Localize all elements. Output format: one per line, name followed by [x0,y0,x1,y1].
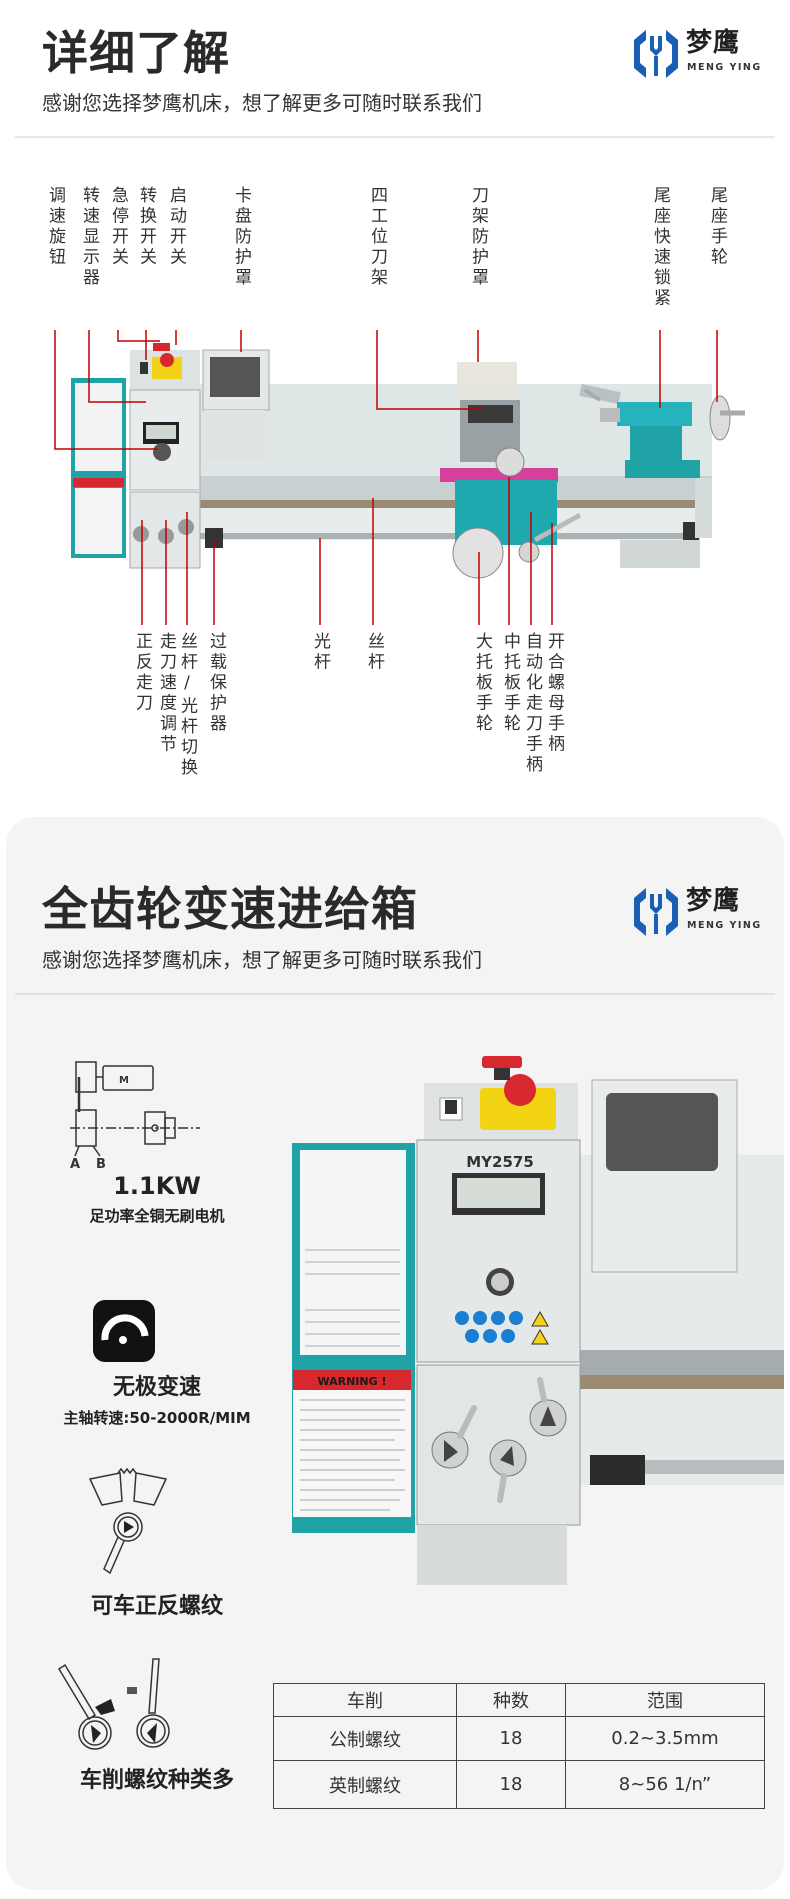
cell-type: 公制螺纹 [273,1716,457,1761]
header-range: 范围 [565,1683,765,1717]
gearbox-photo: WARNING ! MY2575 [292,1056,784,1585]
table-row: 英制螺纹 18 8~56 1/n” [273,1760,765,1809]
table-header-row: 车削 种数 范围 [273,1683,765,1717]
label-tool-guard: 刀架防护罩 [468,186,488,289]
brand-logo: 梦鹰 MENG YING [632,28,772,78]
logo-mark-icon [634,888,678,936]
feature-speed-title: 无极变速 [112,1375,201,1400]
feature-motor-title: 1.1KW [113,1172,201,1200]
header-divider [15,136,775,138]
pulley-letter-a: A [70,1157,80,1170]
cell-range: 0.2~3.5mm [565,1716,765,1761]
label-speed-display: 转速显示器 [79,186,99,289]
table-row: 公制螺纹 18 0.2~3.5mm [273,1716,765,1761]
label-feed-rod: 光杆 [310,632,330,673]
label-forward-reverse-feed: 正反走刀 [132,632,152,714]
logo-text-cn: 梦鹰 [686,28,741,58]
label-cross-slide-wheel: 中托板手轮 [500,632,520,735]
label-tailstock-wheel: 尾座手轮 [707,186,727,268]
pulley-letter-b: B [96,1157,106,1170]
cell-type: 英制螺纹 [273,1760,457,1809]
page-title: 详细了解 [42,26,230,80]
label-auto-feed-handle: 自动化走刀手柄 [522,632,542,776]
label-tool-post: 四工位刀架 [367,186,387,289]
label-lead-screw: 丝杆 [364,632,384,673]
speed-dial-icon [93,1300,155,1362]
lathe-photo [54,330,745,625]
label-screw-rod-switch: 丝杆/光杆切换 [177,632,197,779]
model-label: MY2575 [466,1153,534,1171]
label-chuck-guard: 卡盘防护罩 [231,186,251,289]
logo-text-en: MENG YING [687,920,762,931]
feature-thread-title: 可车正反螺纹 [90,1594,223,1619]
section-divider [15,993,775,995]
label-feed-speed: 走刀速度调节 [156,632,176,755]
brand-logo-2: 梦鹰 MENG YING [632,886,772,936]
label-speed-knob: 调速旋钮 [45,186,65,268]
feature-thread-types-title: 车削螺纹种类多 [79,1768,234,1793]
callout-lines [54,330,718,625]
label-carriage-wheel: 大托板手轮 [472,632,492,735]
feature-speed-desc: 主轴转速:50-2000R/MIM [63,1409,251,1427]
section-title: 全齿轮变速进给箱 [42,882,418,936]
label-tailstock-lock: 尾座快速锁紧 [650,186,670,309]
logo-text-en: MENG YING [687,62,762,73]
cell-count: 18 [456,1716,566,1761]
warning-label: WARNING ! [317,1375,386,1388]
feature-motor-desc: 足功率全铜无刷电机 [89,1207,225,1225]
label-emergency-stop: 急停开关 [108,186,128,268]
page-subtitle: 感谢您选择梦鹰机床，想了解更多可随时联系我们 [42,91,482,115]
header-count: 种数 [456,1683,566,1717]
motor-pulley-icon: M A B [70,1061,200,1170]
motor-letter: M [119,1075,129,1086]
logo-mark-icon [634,30,678,78]
label-start-switch: 启动开关 [166,186,186,268]
logo-text-cn: 梦鹰 [686,886,741,916]
header-turning: 车削 [273,1683,457,1717]
feed-levers-icon [57,1658,170,1750]
section-subtitle: 感谢您选择梦鹰机床，想了解更多可随时联系我们 [42,948,482,972]
label-overload-protector: 过载保护器 [206,632,226,735]
label-half-nut-handle: 开合螺母手柄 [544,632,564,755]
label-switch: 转换开关 [136,186,156,268]
thread-spec-table: 车削 种数 范围 公制螺纹 18 0.2~3.5mm 英制螺纹 18 8~56 … [273,1683,765,1809]
cell-count: 18 [456,1760,566,1809]
thread-lever-icon [88,1467,168,1575]
cell-range: 8~56 1/n” [565,1760,765,1809]
